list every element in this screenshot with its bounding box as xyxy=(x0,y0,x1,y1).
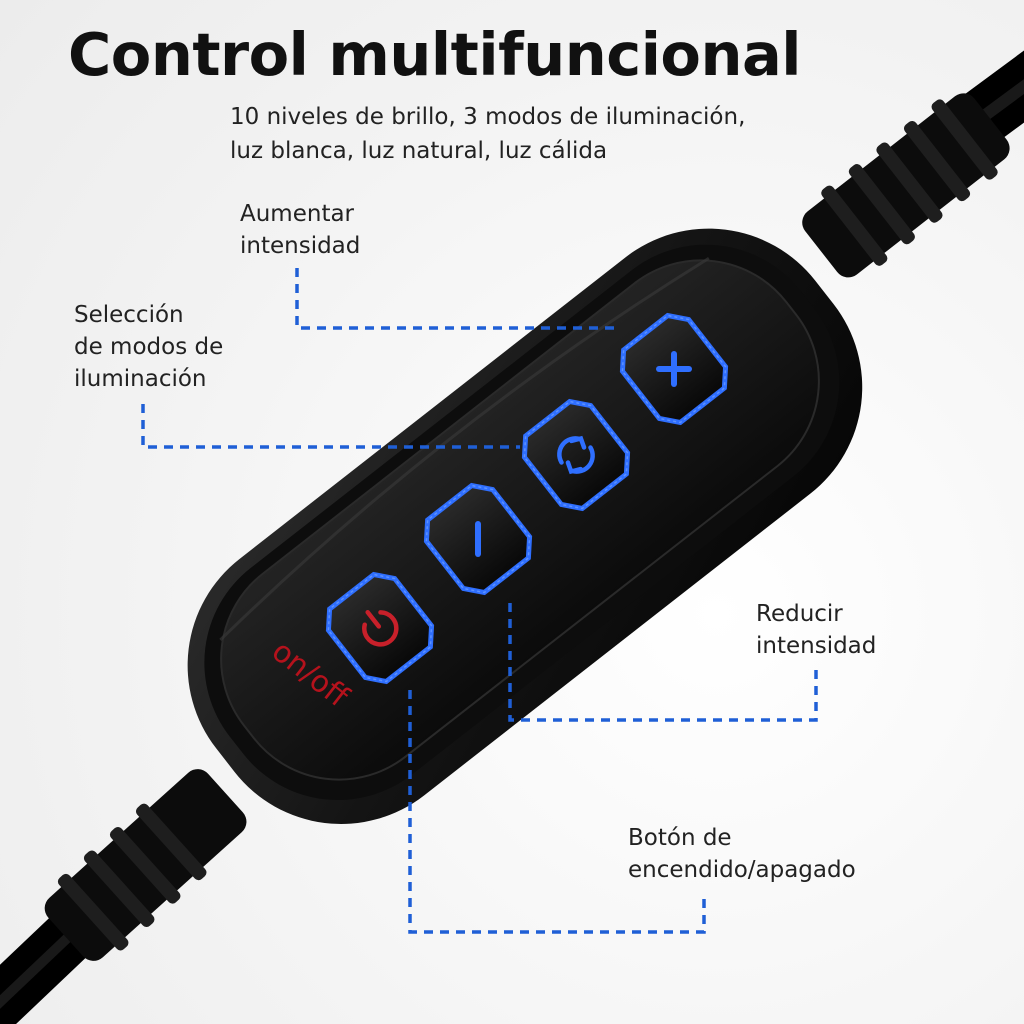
mode-connector xyxy=(141,404,520,449)
subtitle-line-1: 10 niveles de brillo, 3 modos de ilumina… xyxy=(230,104,746,130)
callout-mode-line-3: iluminación xyxy=(74,366,207,392)
callout-decrease-line-1: Reducir xyxy=(756,601,843,627)
callout-lines xyxy=(141,268,818,934)
callout-power-line-2: encendido/apagado xyxy=(628,857,856,883)
callout-increase-line-2: intensidad xyxy=(240,233,361,259)
callout-increase-line-1: Aumentar xyxy=(240,201,355,227)
callout-decrease-line-2: intensidad xyxy=(756,633,877,659)
page-title: Control multifuncional xyxy=(68,20,802,89)
subtitle-line-2: luz blanca, luz natural, luz cálida xyxy=(230,138,608,164)
increase-connector xyxy=(295,268,620,330)
cycle-icon xyxy=(557,435,595,475)
power-button[interactable] xyxy=(319,566,442,690)
power-icon xyxy=(362,609,399,647)
subtitle: 10 niveles de brillo, 3 modos de ilumina… xyxy=(230,100,745,168)
plus-icon xyxy=(656,351,692,387)
callout-increase-intensity: Aumentar intensidad xyxy=(240,198,360,262)
decrease-button[interactable] xyxy=(417,477,540,601)
remote-body xyxy=(187,228,863,824)
callout-mode-line-1: Selección xyxy=(74,302,184,328)
upper-strain-relief xyxy=(802,93,1010,278)
increase-button[interactable] xyxy=(613,307,736,431)
decrease-connector xyxy=(508,603,818,722)
lower-strain-relief xyxy=(44,769,247,961)
mode-button[interactable] xyxy=(515,393,638,517)
callout-mode-selection: Selección de modos de iluminación xyxy=(74,299,223,395)
callout-mode-line-2: de modos de xyxy=(74,334,224,360)
callout-power-line-1: Botón de xyxy=(628,825,732,851)
callout-power-button: Botón de encendido/apagado xyxy=(628,822,856,886)
callout-decrease-intensity: Reducir intensidad xyxy=(756,598,876,662)
power-connector xyxy=(408,690,706,934)
